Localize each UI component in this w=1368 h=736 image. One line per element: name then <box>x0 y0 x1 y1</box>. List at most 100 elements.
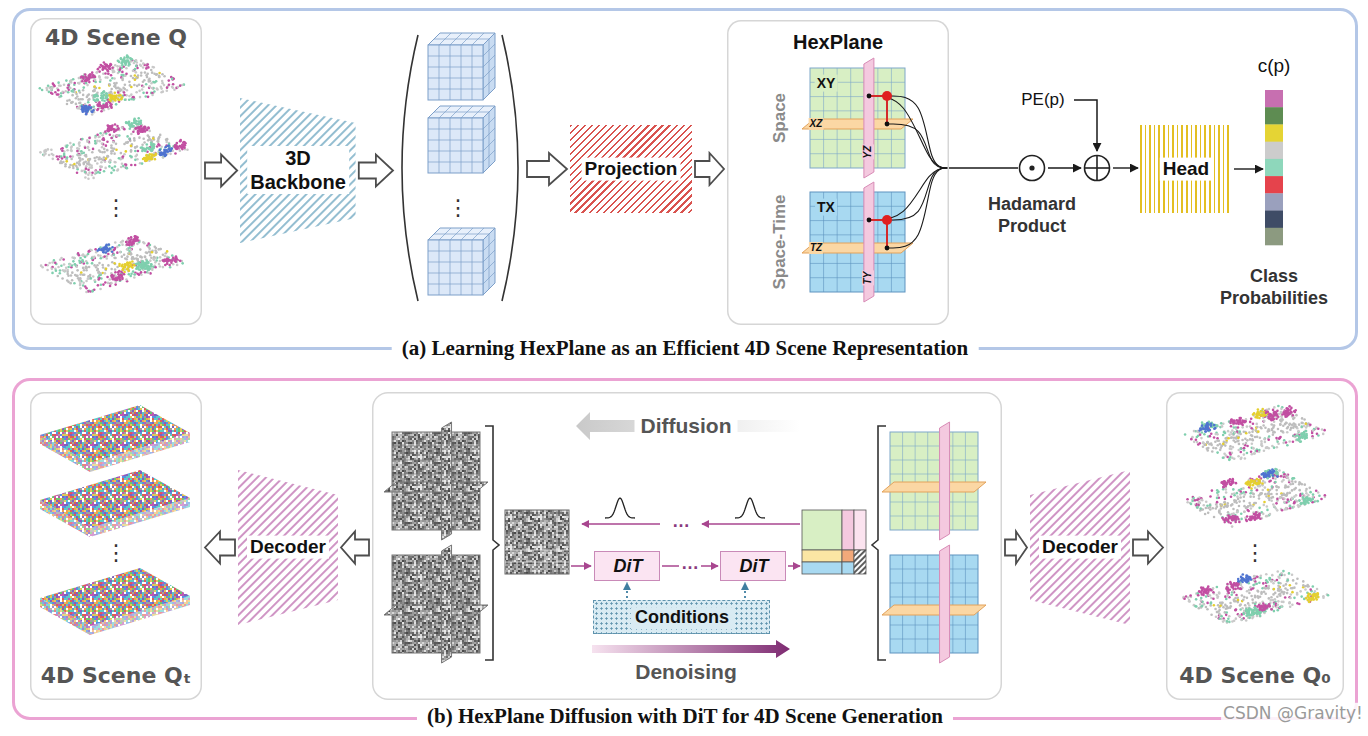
artwork-part <box>146 91 149 94</box>
artwork-part <box>85 167 88 170</box>
artwork-part <box>113 85 116 88</box>
artwork-part <box>80 151 83 154</box>
artwork-part <box>107 73 110 76</box>
artwork-part <box>140 122 143 125</box>
artwork-part <box>99 165 102 168</box>
artwork-part <box>124 83 127 86</box>
artwork-part <box>94 136 97 139</box>
artwork-part <box>67 266 70 269</box>
artwork-part <box>159 248 162 251</box>
artwork-part <box>74 263 77 266</box>
artwork-part <box>183 144 186 147</box>
artwork-part <box>115 134 118 137</box>
artwork-part <box>104 268 107 271</box>
artwork-part <box>139 64 142 67</box>
artwork-part <box>96 268 99 271</box>
artwork-part <box>107 253 110 256</box>
artwork-part <box>102 249 105 252</box>
artwork-part <box>179 145 182 148</box>
artwork-part <box>140 256 143 259</box>
artwork-part <box>166 262 169 265</box>
artwork-part <box>71 94 74 97</box>
artwork-part <box>106 155 109 158</box>
artwork-part <box>1263 449 1266 452</box>
artwork-part <box>141 88 144 91</box>
artwork-part <box>79 102 82 105</box>
artwork-part <box>132 270 135 273</box>
artwork-part <box>168 142 171 145</box>
artwork-part <box>130 150 133 153</box>
artwork-part <box>98 66 101 69</box>
artwork-part <box>428 129 483 130</box>
artwork-part <box>130 236 133 239</box>
artwork-part <box>98 135 101 138</box>
artwork-part <box>95 169 98 172</box>
artwork-part <box>91 111 94 114</box>
artwork-part <box>58 84 61 87</box>
artwork-part <box>159 256 162 259</box>
artwork-part <box>92 177 95 180</box>
artwork-part <box>63 270 66 273</box>
artwork-part <box>132 125 135 128</box>
artwork-part <box>96 133 99 136</box>
artwork-part <box>168 264 171 267</box>
artwork-part <box>483 33 495 100</box>
artwork-part <box>91 172 94 175</box>
artwork-part <box>141 162 144 165</box>
artwork-part <box>885 122 890 127</box>
artwork-part <box>156 88 159 91</box>
artwork-part <box>121 67 124 70</box>
artwork-part <box>82 260 85 263</box>
artwork-part <box>121 278 124 281</box>
artwork-part <box>137 132 140 135</box>
artwork-part <box>118 279 121 282</box>
artwork-part <box>68 263 71 266</box>
artwork-part <box>101 99 104 102</box>
artwork-part <box>121 126 124 129</box>
artwork-part <box>179 140 182 143</box>
artwork-part <box>128 265 131 268</box>
artwork-part <box>113 128 116 131</box>
point-cloud <box>39 54 186 115</box>
artwork-part <box>111 250 114 253</box>
artwork-part <box>166 145 169 148</box>
artwork-part <box>146 63 149 66</box>
artwork-part <box>132 241 135 244</box>
artwork-part <box>57 158 60 161</box>
artwork-part <box>1301 422 1304 425</box>
artwork-part <box>109 285 112 288</box>
artwork-part <box>129 124 132 127</box>
artwork-part <box>168 84 171 87</box>
artwork-part <box>134 127 137 130</box>
artwork-part <box>54 262 57 265</box>
artwork-part <box>85 154 88 157</box>
artwork-part <box>94 170 97 173</box>
artwork-part <box>176 264 179 267</box>
artwork-part <box>105 247 108 250</box>
artwork-part <box>99 288 102 291</box>
artwork-part <box>87 101 90 104</box>
artwork-part <box>434 112 489 113</box>
artwork-part <box>147 134 150 137</box>
bracket <box>502 35 518 301</box>
artwork-part <box>113 161 116 164</box>
artwork-part <box>113 141 116 144</box>
artwork-part <box>130 133 133 136</box>
artwork-part <box>186 148 189 151</box>
artwork-part <box>120 88 123 91</box>
noise-slab <box>40 568 190 635</box>
artwork-part <box>109 133 112 136</box>
artwork-part <box>169 153 172 156</box>
artwork-part <box>83 163 86 166</box>
artwork-part <box>108 65 111 68</box>
artwork-part <box>80 150 83 153</box>
artwork-part <box>100 161 103 164</box>
artwork-part <box>153 143 156 146</box>
feature-volume <box>428 106 495 173</box>
artwork-part <box>98 248 101 251</box>
artwork-part <box>50 153 53 156</box>
artwork-part <box>120 270 123 273</box>
artwork-part <box>810 263 905 264</box>
artwork-part <box>83 273 86 276</box>
artwork-part <box>135 71 138 74</box>
